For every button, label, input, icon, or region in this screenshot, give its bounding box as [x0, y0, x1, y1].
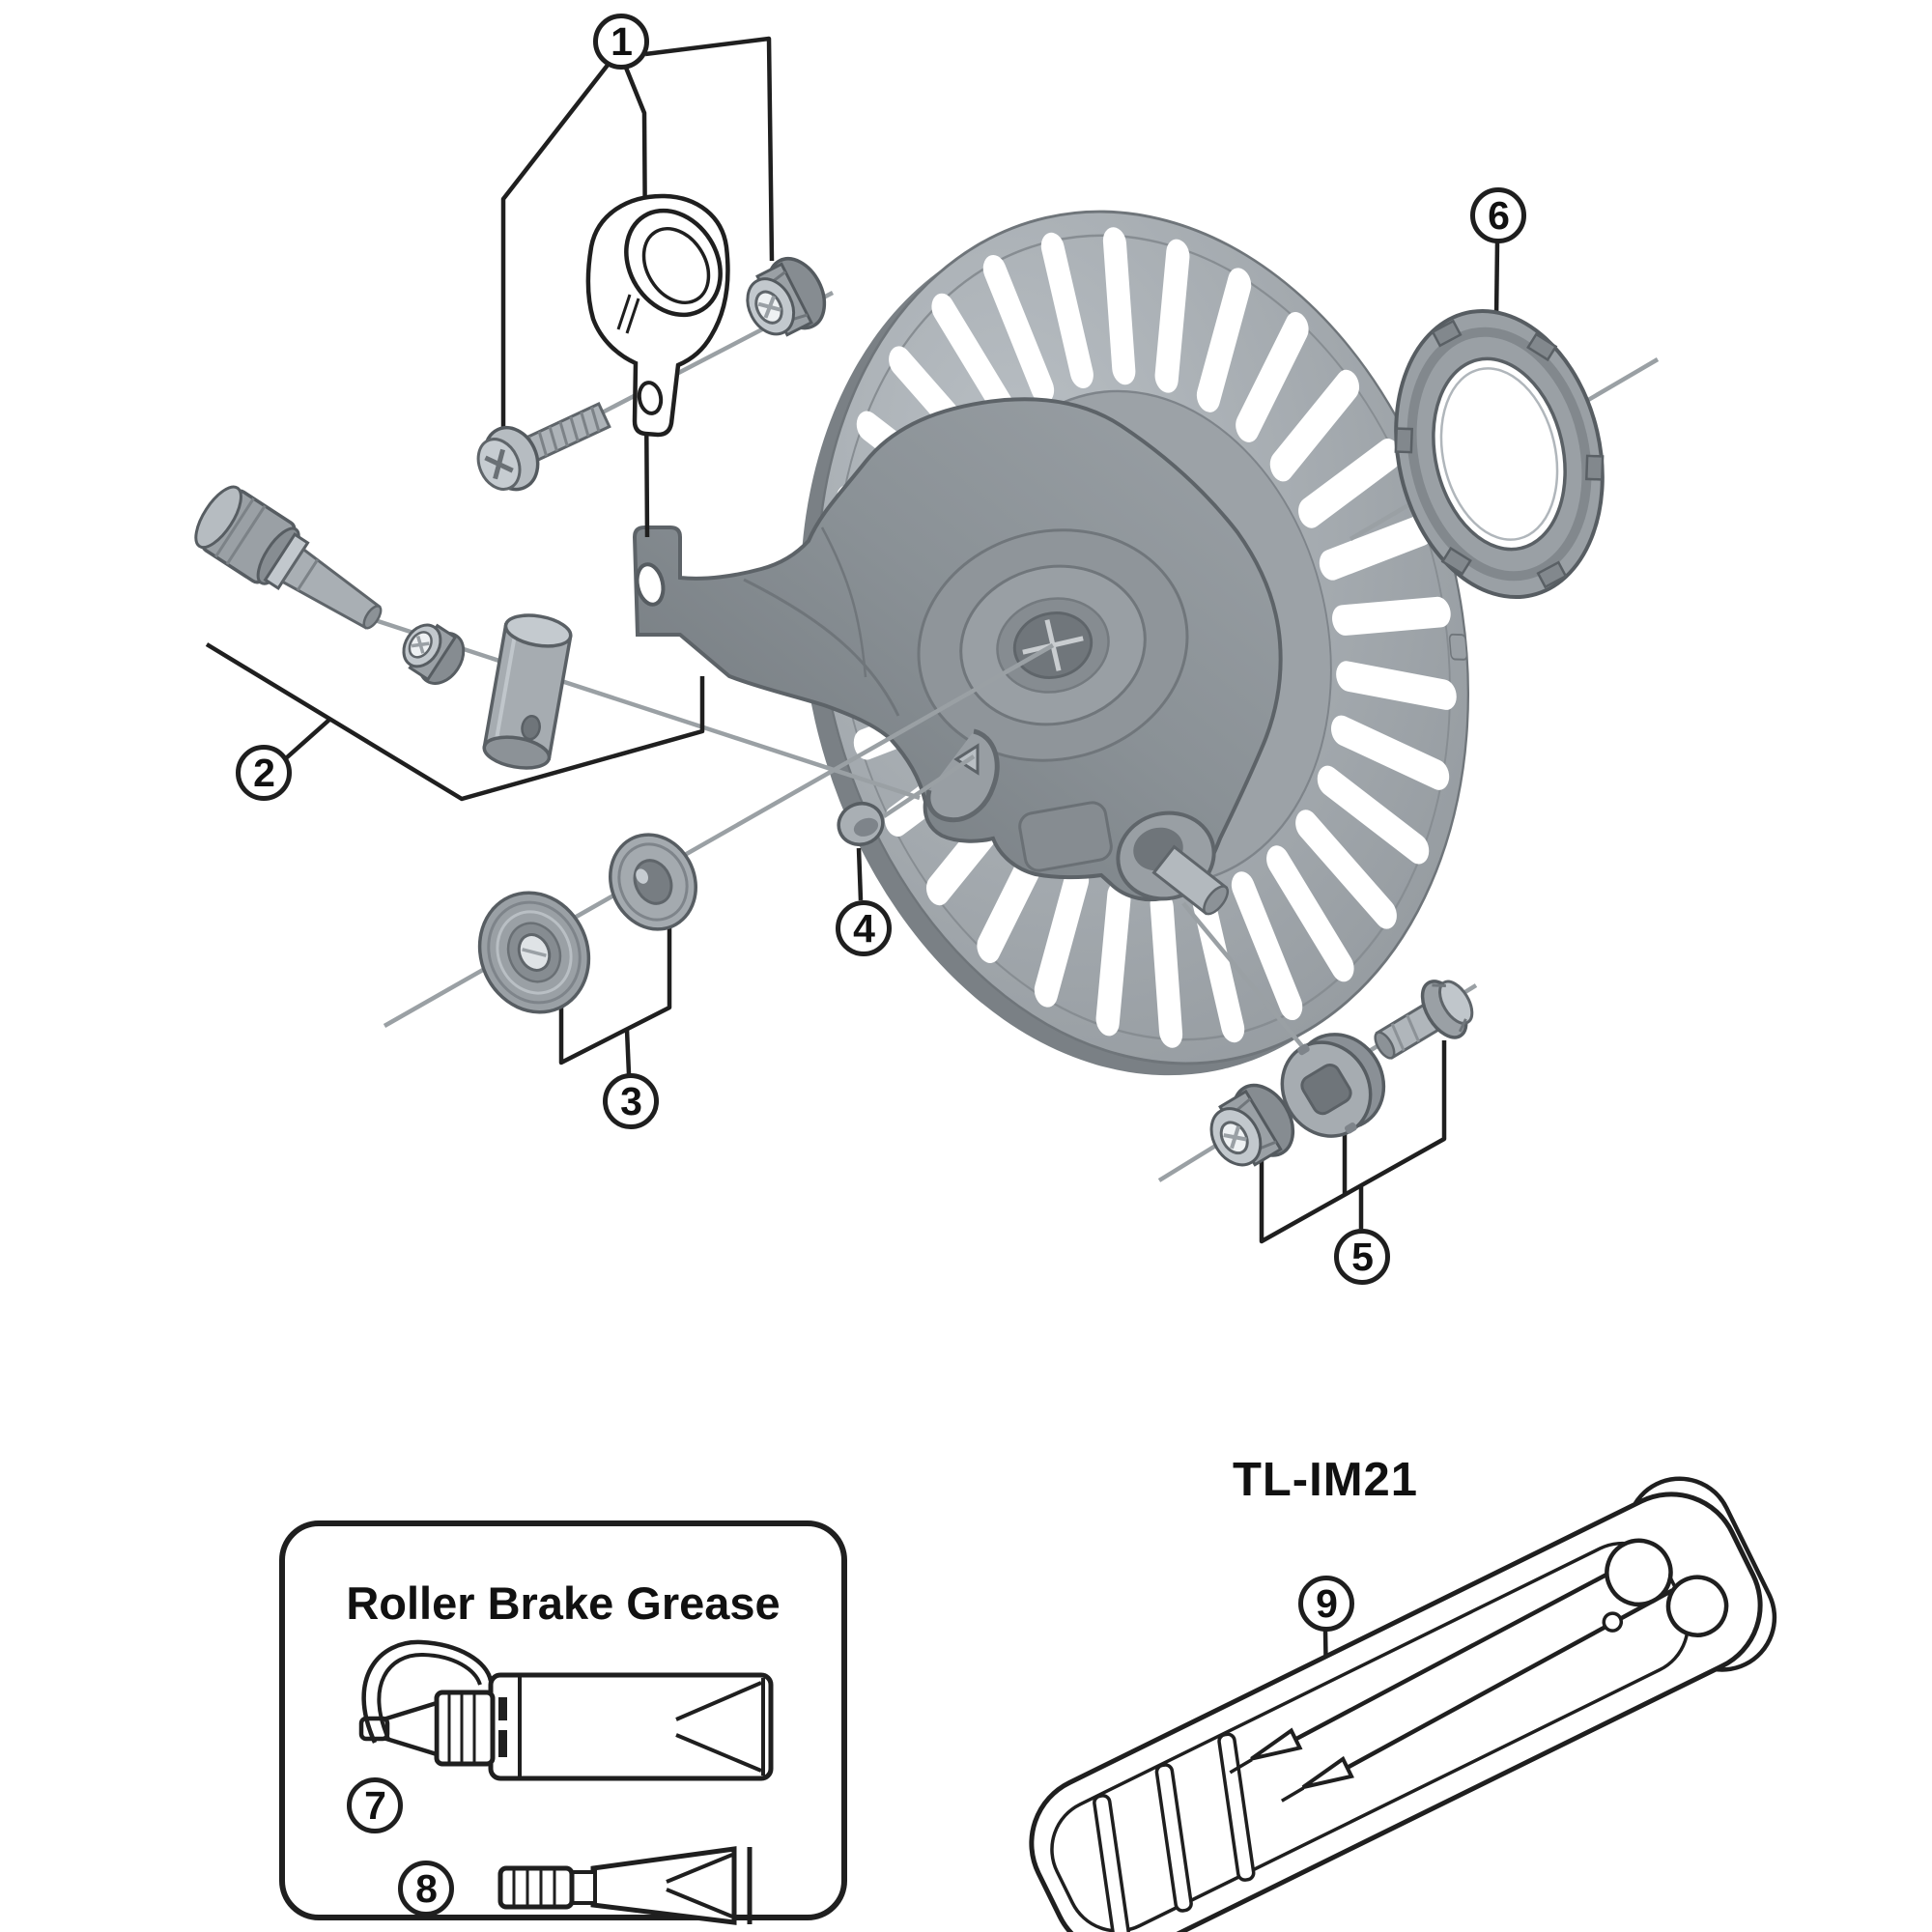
grease-tube — [497, 1846, 753, 1925]
callout-9-number: 9 — [1316, 1580, 1338, 1626]
callout-1: 1 — [593, 14, 649, 70]
clamp-bolt — [476, 402, 611, 492]
arm-window — [1018, 801, 1113, 872]
leader-4 — [856, 847, 864, 901]
cable-hook — [925, 728, 1000, 823]
bracket-3 — [558, 925, 672, 1065]
disc-cooling-slots — [829, 227, 1457, 1048]
bracket-1-left — [500, 62, 611, 431]
disc-rim-tab — [1448, 633, 1468, 661]
tool-title: TL-IM21 — [1232, 1454, 1419, 1506]
callout-8: 8 — [398, 1861, 454, 1917]
fixing-bolt — [1374, 980, 1474, 1060]
bottle-strap — [361, 1639, 494, 1744]
tool-well-1 — [1605, 1538, 1673, 1607]
lock-ring — [1394, 308, 1605, 600]
tube-cap — [497, 1865, 575, 1910]
clamp-band — [585, 193, 730, 438]
cone-ring-left — [477, 891, 591, 1014]
brake-arm-unit — [632, 397, 1283, 916]
callout-2: 2 — [236, 745, 292, 801]
bracket-2 — [205, 642, 705, 802]
cable-anchor-cylinder — [482, 613, 573, 770]
callout-5-number: 5 — [1351, 1234, 1374, 1279]
tool-ridges — [1093, 1732, 1256, 1932]
grease-box — [279, 1520, 847, 1925]
clamp-tab-hole — [637, 381, 664, 415]
lock-ring-notches — [1394, 319, 1605, 589]
grease-box-title: Roller Brake Grease — [346, 1577, 781, 1629]
callout-1-number: 1 — [611, 18, 633, 64]
adjust-washer — [1280, 1033, 1386, 1138]
callout-6: 6 — [1470, 187, 1526, 243]
callout-4-number: 4 — [853, 905, 875, 951]
tool-well-2 — [1665, 1575, 1729, 1637]
axle-line-dust-cap — [882, 754, 976, 818]
bottle-cap — [434, 1690, 496, 1767]
callout-8-number: 8 — [415, 1865, 438, 1911]
cable-bolt-nut — [402, 623, 466, 685]
dust-cap — [837, 802, 885, 846]
callout-3-number: 3 — [620, 1078, 642, 1123]
tool-pin-hole — [1602, 1611, 1624, 1633]
bracket-2-stub — [284, 718, 331, 760]
leader-6 — [1493, 241, 1500, 320]
callout-3: 3 — [603, 1073, 659, 1129]
callout-6-number: 6 — [1488, 192, 1510, 238]
callout-7: 7 — [347, 1777, 403, 1833]
callout-9: 9 — [1298, 1576, 1354, 1632]
arm-crease — [820, 526, 867, 678]
cable-fixing-bolt — [194, 485, 383, 630]
clamp-nut — [746, 257, 827, 337]
cam-boss — [1116, 810, 1230, 916]
callout-2-number: 2 — [253, 750, 275, 795]
axle-nut — [1209, 1083, 1295, 1167]
grease-bottle — [358, 1639, 774, 1781]
callout-4: 4 — [836, 900, 892, 956]
arm-mount-tab-hole — [635, 562, 666, 607]
bottle-strap-inner — [377, 1652, 482, 1740]
clamp-band-inner — [641, 227, 711, 304]
callout-7-number: 7 — [364, 1782, 386, 1828]
bracket-3-stub — [624, 1029, 632, 1075]
callout-5: 5 — [1334, 1229, 1390, 1285]
bracket-5 — [1259, 1040, 1447, 1244]
arm-crease — [743, 578, 900, 717]
tool-body — [1029, 1492, 1763, 1932]
bracket-1-right — [644, 36, 775, 262]
cone-ring-right — [609, 833, 697, 931]
tool-tray — [1029, 1476, 1777, 1932]
